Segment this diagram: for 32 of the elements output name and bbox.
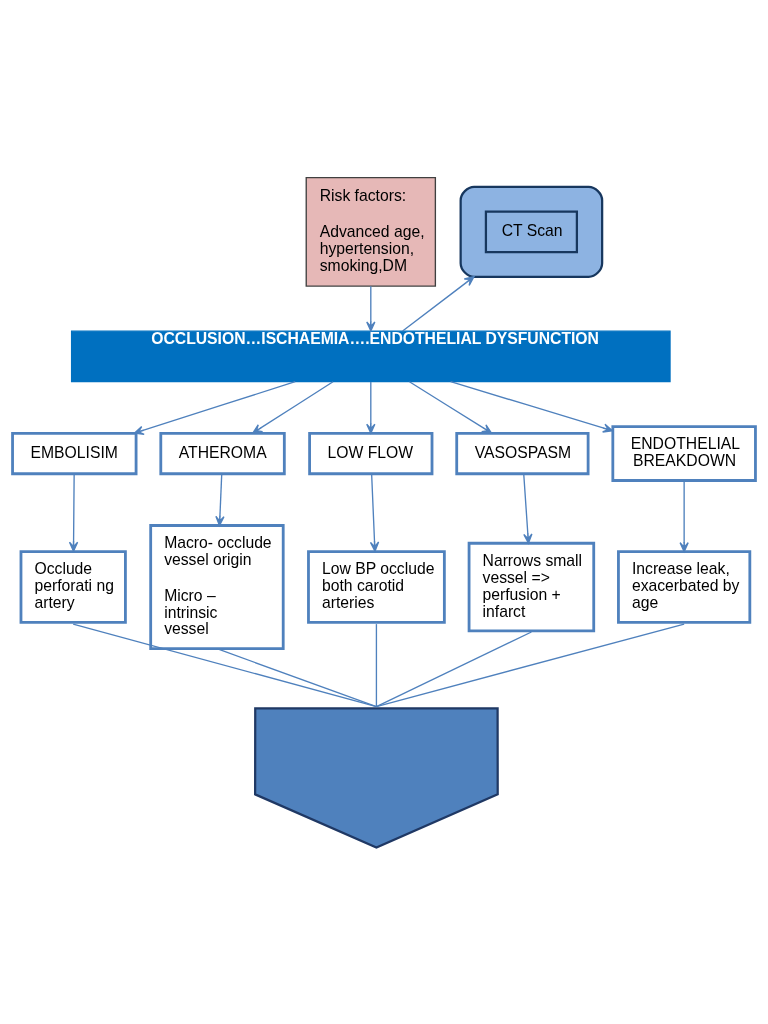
arrow	[133, 380, 296, 435]
arrow	[450, 380, 614, 433]
node-box: Macro- occlude vessel origin Micro – intrinsic vessel	[149, 523, 285, 650]
node-box: VASOSPASM	[455, 431, 590, 475]
arrow	[68, 472, 79, 552]
node-box: CT Scan	[484, 210, 578, 253]
arrow	[366, 285, 376, 332]
node-box: ATHEROMA	[159, 431, 286, 475]
arrow	[369, 472, 380, 552]
node-box: Risk factors: Advanced age, hypertension, smoking,DM	[305, 176, 437, 287]
connector	[375, 622, 378, 707]
connector	[72, 622, 378, 707]
arrow	[366, 380, 376, 434]
connector	[375, 630, 533, 707]
arrow	[215, 472, 225, 526]
arrow	[523, 472, 533, 544]
connector	[216, 647, 378, 707]
node-box: EMBOLISIM	[11, 431, 138, 475]
node-box: Low BP occlude both carotid arteries	[307, 549, 446, 624]
arrow	[408, 380, 493, 434]
node-box: Increase leak, exacerbated by age	[617, 549, 752, 624]
node-box: LOW FLOW	[308, 431, 434, 475]
arrow	[252, 380, 334, 434]
node-arrow	[254, 706, 499, 849]
cluster	[459, 185, 604, 278]
node-box: ENDOTHELIAL BREAKDOWN	[611, 424, 757, 482]
connector	[375, 622, 685, 707]
arrow	[401, 275, 475, 332]
node-box: Narrows small vessel => perfusion + infarct	[467, 541, 596, 632]
node-box: Occlude perforati ng artery	[19, 549, 127, 624]
node-box: OCCLUSION…ISCHAEMIA….ENDOTHELIAL DYSFUNCTION	[70, 330, 671, 382]
arrow	[679, 479, 689, 552]
